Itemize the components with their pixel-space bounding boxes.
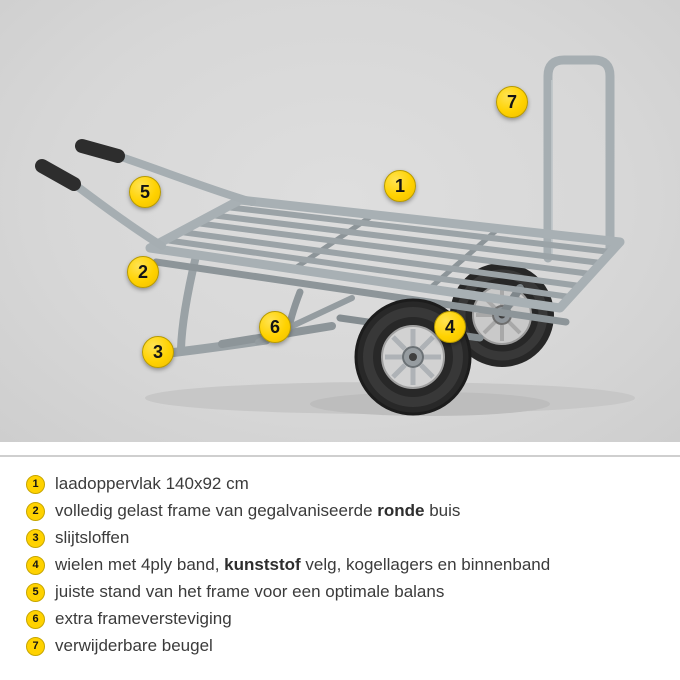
load-platform xyxy=(145,195,625,326)
feature-number-badge: 7 xyxy=(26,636,45,656)
callout-1: 1 xyxy=(384,170,416,202)
callout-2: 2 xyxy=(127,256,159,288)
feature-item: 7 verwijderbare beugel xyxy=(26,636,680,656)
feature-number-badge: 2 xyxy=(26,501,45,521)
feature-number-badge: 5 xyxy=(26,582,45,602)
handles xyxy=(35,139,256,250)
feature-text: juiste stand van het frame voor een opti… xyxy=(55,582,445,601)
section-divider xyxy=(0,455,680,457)
feature-text: extra frameversteviging xyxy=(55,609,232,628)
callout-6: 6 xyxy=(259,311,291,343)
feature-number-badge: 6 xyxy=(26,609,45,629)
feature-number-badge: 3 xyxy=(26,528,45,548)
callout-7: 7 xyxy=(496,86,528,118)
cart-illustration xyxy=(35,55,635,416)
push-bar xyxy=(543,55,615,263)
feature-item: 2 volledig gelast frame van gegalvaniseer… xyxy=(26,501,680,521)
feature-item: 6 extra frameversteviging xyxy=(26,609,680,629)
feature-text: volledig gelast frame van gegalvaniseerd… xyxy=(55,501,461,520)
feature-item: 5 juiste stand van het frame voor een opt… xyxy=(26,582,680,602)
feature-list: 1 laadoppervlak 140x92 cm 2 volledig gelast… xyxy=(0,457,680,656)
feature-item: 3 slijtsloffen xyxy=(26,528,680,548)
feature-number-badge: 1 xyxy=(26,474,45,494)
product-photo-area: 1 2 3 4 5 6 7 xyxy=(0,0,680,442)
feature-item: 1 laadoppervlak 140x92 cm xyxy=(26,474,680,494)
feature-item: 4 wielen met 4ply band, kunststof velg, k… xyxy=(26,555,680,575)
feature-text: wielen met 4ply band, kunststof velg, ko… xyxy=(55,555,551,574)
feature-number-badge: 4 xyxy=(26,555,45,575)
callout-3: 3 xyxy=(142,336,174,368)
callout-4: 4 xyxy=(434,311,466,343)
feature-text: slijtsloffen xyxy=(55,528,130,547)
callout-5: 5 xyxy=(129,176,161,208)
feature-text: laadoppervlak 140x92 cm xyxy=(55,474,249,493)
feature-text: verwijderbare beugel xyxy=(55,636,213,655)
